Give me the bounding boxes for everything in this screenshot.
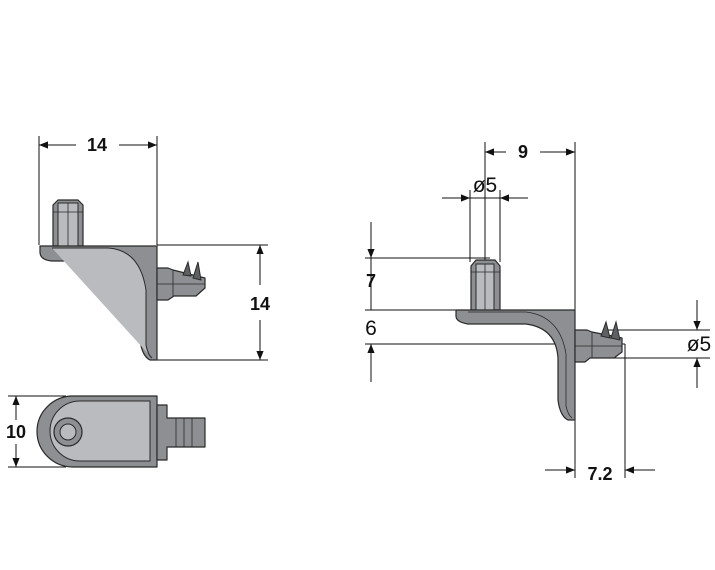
right-bracket-body: [455, 309, 576, 421]
right-peg-barb-1: [600, 320, 611, 339]
pin-height-label: 7: [366, 271, 376, 291]
width-label: 14: [87, 135, 107, 155]
peg-barb-1: [182, 260, 192, 277]
left-side-view: 14 14: [38, 135, 270, 361]
top-plate-highlight: [49, 400, 151, 462]
top-view-peg: [156, 404, 206, 461]
peg-length-label: 7.2: [587, 464, 612, 484]
peg-diameter-label: ø5: [687, 333, 712, 356]
plate-thickness-label: 6: [365, 317, 377, 340]
pin-offset-label: 9: [518, 142, 528, 162]
height-label: 14: [250, 294, 270, 314]
right-detail-view: 9 ø5 7 6 ø5 7.2: [365, 142, 711, 484]
right-bracket-edge: [468, 311, 573, 419]
right-peg-barb-2: [610, 320, 621, 341]
screw-hole-inner: [59, 423, 77, 441]
top-width-label: 10: [6, 422, 26, 442]
bracket-highlight: [52, 247, 153, 359]
pin-diameter-label: ø5: [473, 174, 498, 197]
peg-barb-2: [192, 261, 202, 281]
left-top-view: 10: [6, 395, 206, 468]
